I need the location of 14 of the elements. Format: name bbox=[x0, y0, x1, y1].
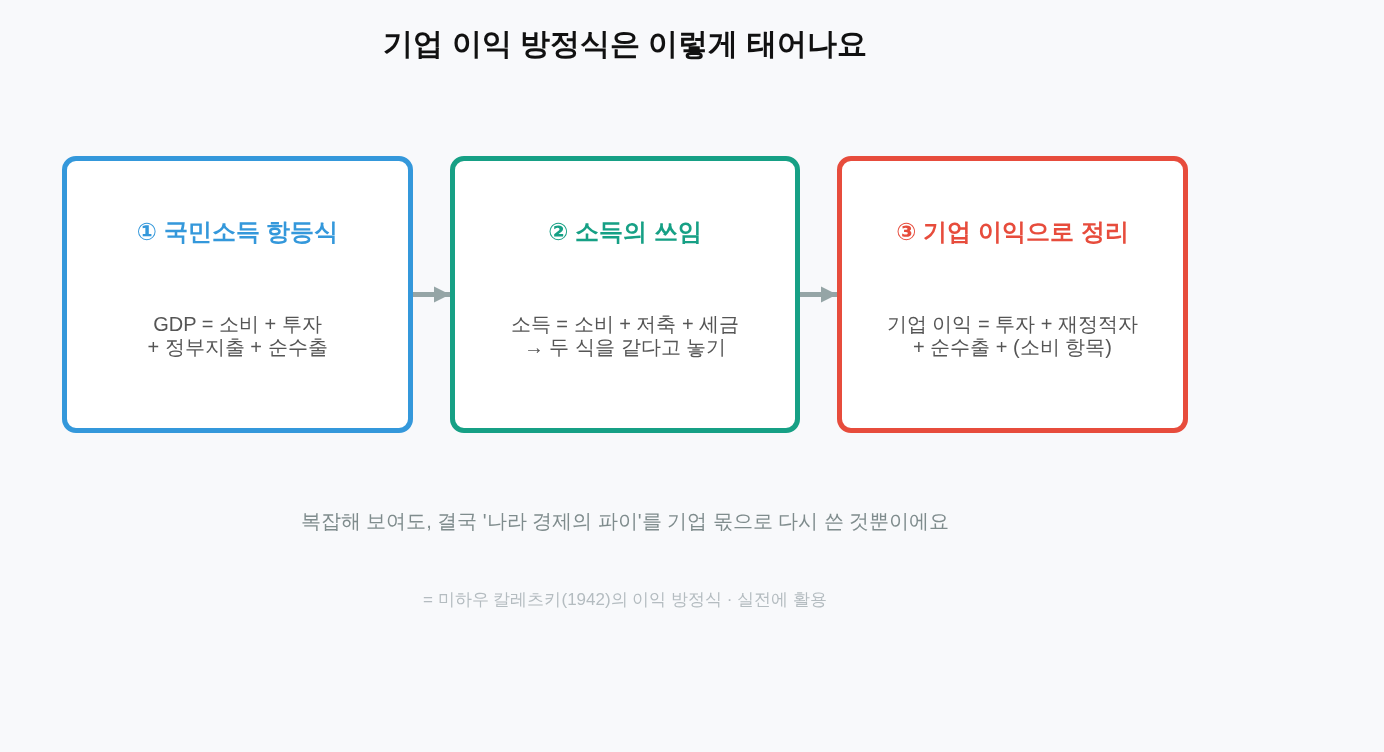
step-box bbox=[62, 156, 413, 433]
step-heading: ② 소득의 쓰임 bbox=[548, 217, 702, 247]
arrow bbox=[800, 286, 837, 303]
note-text: = 미하우 칼레츠키(1942)의 이익 방정식 · 실전에 활용 bbox=[423, 589, 827, 611]
step-box bbox=[837, 156, 1188, 433]
step-box bbox=[450, 156, 800, 433]
formula-text: 소득 = 소비 + 저축 + 세금 → 두 식을 같다고 놓기 bbox=[510, 313, 740, 359]
arrow bbox=[413, 286, 450, 303]
step-heading: ① 국민소득 항등식 bbox=[136, 217, 339, 247]
formula-text: 기업 이익 = 투자 + 재정적자 + 순수출 + (소비 항목) bbox=[886, 313, 1139, 359]
formula-text: GDP = 소비 + 투자 + 정부지출 + 순수출 bbox=[147, 313, 328, 359]
summary-text: 복잡해 보여도, 결국 '나라 경제의 파이'를 기업 몫으로 다시 쓴 것뿐이에요 bbox=[300, 509, 950, 534]
step-heading: ③ 기업 이익으로 정리 bbox=[896, 217, 1129, 247]
title: 기업 이익 방정식은 이렇게 태어나요 bbox=[383, 26, 867, 62]
